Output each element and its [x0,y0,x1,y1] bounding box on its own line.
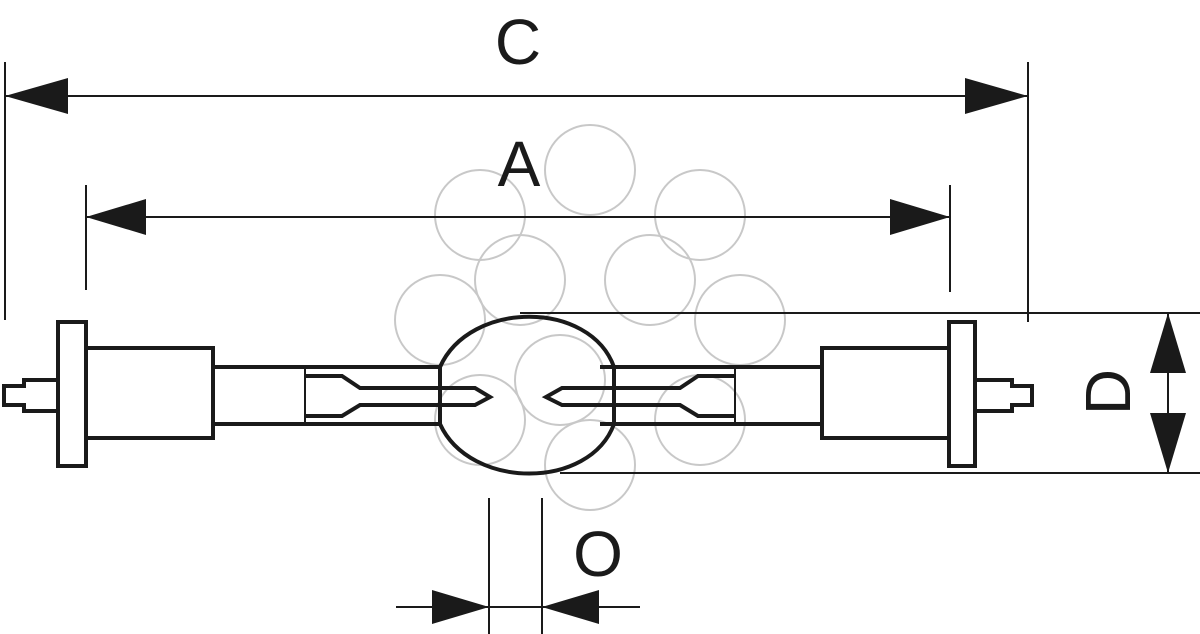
dimension-a: A [85,128,951,292]
arrow-c-right [965,78,1028,114]
left-flange [56,320,88,468]
label-a: A [498,128,541,200]
arrow-c-left [5,78,68,114]
dimension-d: D [520,312,1200,474]
right-electrode [541,374,735,418]
left-base [84,346,215,440]
discharge-bulb [438,314,616,476]
arrow-o-right [542,590,599,624]
dimension-o: O [396,498,640,634]
lamp-body [2,314,1034,476]
left-terminal-pin [2,378,58,413]
label-d: D [1072,369,1144,415]
right-terminal-pin [975,378,1034,413]
watermark-logo [394,124,786,511]
label-o: O [573,518,623,590]
right-base [820,346,951,440]
arrow-o-left [432,590,489,624]
left-electrode [305,374,495,418]
arrow-a-right [890,199,950,235]
dimension-c: C [4,6,1029,322]
arrow-d-top [1150,313,1186,373]
arrow-d-bottom [1150,413,1186,473]
label-c: C [495,6,541,78]
right-flange [947,320,977,468]
arrow-a-left [86,199,146,235]
